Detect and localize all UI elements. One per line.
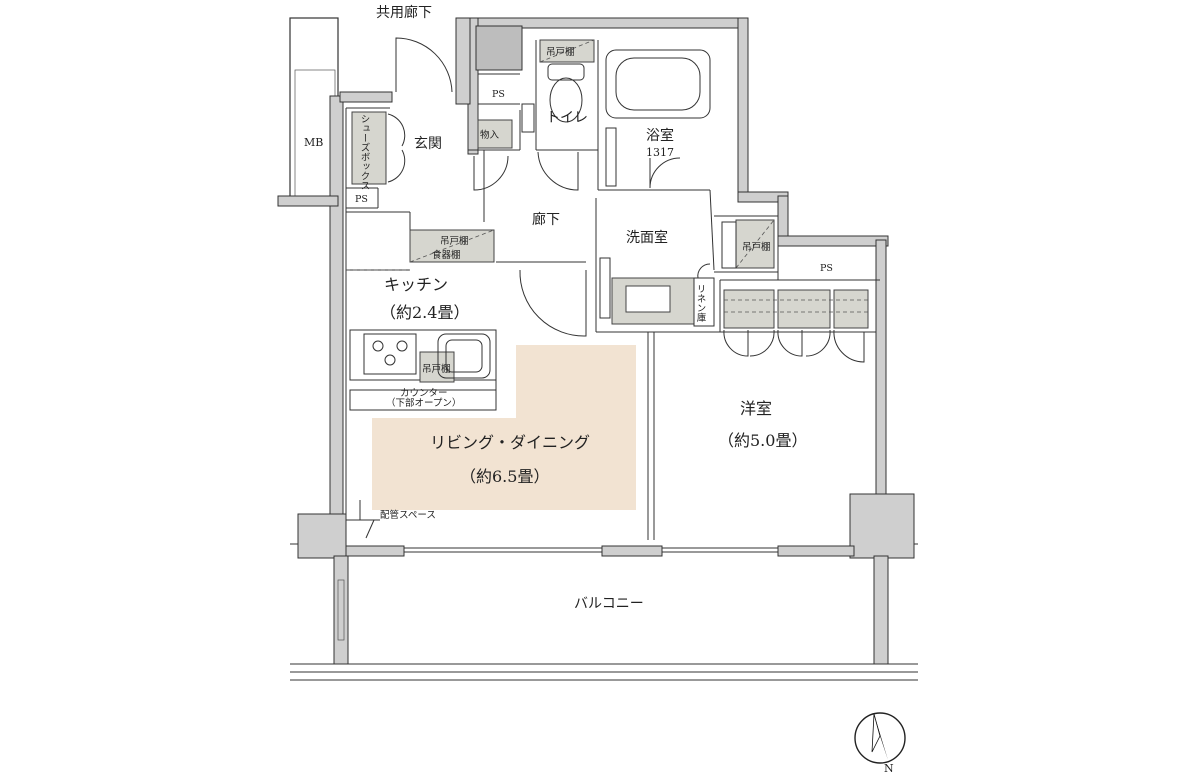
ps-right-label: PS xyxy=(820,263,833,274)
toilet-label: トイレ xyxy=(546,110,588,126)
kitchen-label: キッチン xyxy=(384,275,448,294)
toilet-shelf-label: 吊戸棚 xyxy=(546,46,575,58)
bath-size-label: 1317 xyxy=(646,146,674,159)
walls xyxy=(277,17,918,681)
western-label: 洋室 xyxy=(740,399,772,418)
living-area-label: （約6.5畳） xyxy=(460,467,549,486)
living-label: リビング・ダイニング xyxy=(430,433,590,452)
linen-label: リネン庫 xyxy=(695,284,707,323)
ps-top-label: PS xyxy=(492,89,505,100)
wash-shelf-label: 吊戸棚 xyxy=(742,241,771,253)
partitions xyxy=(345,40,880,540)
mb-label: MB xyxy=(304,136,323,149)
room-labels: 共用廊下 MB PS PS PS シューズボックス 玄関 物入 トイレ 吊戸棚 … xyxy=(304,4,894,775)
ps-left-label: PS xyxy=(355,194,368,205)
doors xyxy=(387,17,865,363)
kitchen-shelf-2-label: 食器棚 xyxy=(432,249,461,261)
shoe-box-label: シューズボックス xyxy=(359,114,371,190)
hallway-label: 廊下 xyxy=(532,211,560,228)
storage-label: 物入 xyxy=(480,129,500,141)
kitchen-shelf-1-label: 吊戸棚 xyxy=(440,235,469,247)
kitchen-area-label: （約2.4畳） xyxy=(380,303,469,322)
counter-sub-label: （下部オープン） xyxy=(386,397,461,409)
north-label: N xyxy=(884,762,894,775)
pipe-space-label: 配管スペース xyxy=(380,509,436,521)
living-dining-highlight xyxy=(372,345,636,510)
bath-label: 浴室 xyxy=(646,127,674,144)
fixtures xyxy=(351,39,869,539)
counter-shelf-label: 吊戸棚 xyxy=(422,363,451,375)
balcony-label: バルコニー xyxy=(574,596,644,612)
north-arrow xyxy=(854,712,906,764)
common-corridor-label: 共用廊下 xyxy=(376,4,432,21)
western-area-label: （約5.0畳） xyxy=(718,431,807,450)
entrance-label: 玄関 xyxy=(414,135,442,152)
washroom-label: 洗面室 xyxy=(626,229,668,246)
counter-label: カウンター xyxy=(400,388,448,399)
